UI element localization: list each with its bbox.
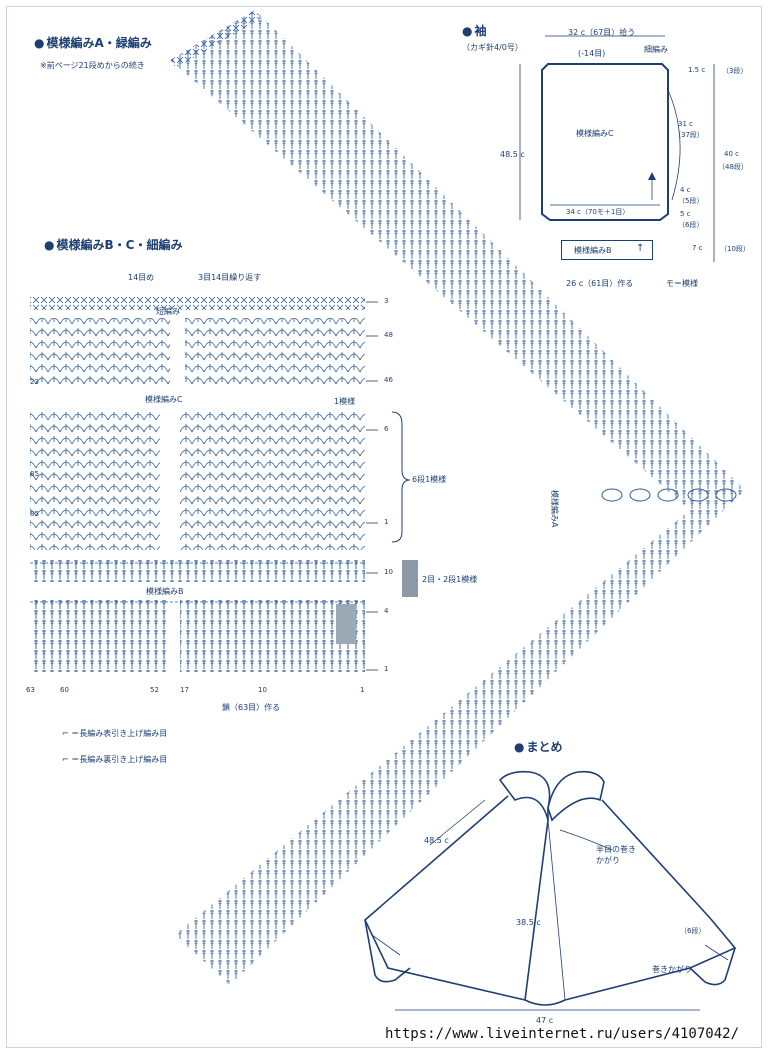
- sleeve-r-top-rows: （3段）: [722, 67, 748, 75]
- col-num: 60: [60, 686, 69, 694]
- label-pattern-c: 模様編みC: [145, 395, 183, 404]
- sleeve-side-a-rows: （37段）: [674, 131, 704, 139]
- side-label: 23: [30, 378, 39, 386]
- matome-bottom-length: 47 c: [536, 1016, 554, 1025]
- row-num: 4: [384, 607, 389, 615]
- sleeve-bottom-cast: 26 c（61目）作る: [566, 279, 634, 288]
- label-6-row-repeat: 6段1模様: [412, 475, 447, 484]
- section-a-title: 模様編みA・緑編み: [34, 34, 151, 51]
- sleeve-r-bot-rows: （10段）: [720, 245, 750, 253]
- section-a-note: ※前ページ21段めからの続き: [40, 61, 145, 70]
- sleeve-r-mid: 40 c: [724, 150, 739, 158]
- up-arrow-icon: ↑: [636, 243, 645, 254]
- matome-half-stitch-seam: 半目の巻きかがり: [596, 845, 636, 865]
- row-num: 3: [384, 297, 389, 305]
- side-label: 85: [30, 510, 39, 518]
- label-1-pattern: 1模様: [334, 397, 356, 406]
- sleeve-title: 袖: [462, 22, 486, 39]
- sleeve-pattern-c: 模様編みC: [576, 129, 614, 138]
- row-num: 10: [384, 568, 393, 576]
- section-bc-title: 模様編みB・C・細編み: [44, 236, 182, 253]
- sleeve-top-width: 32 c（67目）拾う: [568, 28, 636, 37]
- col-num: 17: [180, 686, 189, 694]
- sleeve-height: 48.5 c: [500, 150, 525, 159]
- sleeve-side-b: 4 c: [680, 186, 691, 194]
- matome-title: まとめ: [514, 738, 562, 755]
- sleeve-pattern-b: 模様編みB: [574, 246, 612, 255]
- label-chain-cast: 鎖（63目）作る: [222, 703, 281, 712]
- legend-back-post: ⌐ ＝長編み裏引き上げ編み目: [62, 754, 167, 765]
- sleeve-hook: （カギ針4/0号）: [462, 43, 523, 52]
- matome-side-length: 48.5 c: [424, 836, 449, 845]
- matome-rows-6: （6段）: [680, 927, 706, 935]
- matome-whip-seam: 巻きかがり: [652, 965, 692, 974]
- pattern-a-vertical-label: 模様編みA: [550, 490, 559, 528]
- label-2st-2row: 2目・2段1模様: [422, 575, 478, 584]
- stitch-symbol-icon: ⌐: [62, 755, 72, 764]
- label-repeat: 3目14目繰り返す: [198, 273, 262, 282]
- legend-front-post: ⌐ ＝長編み表引き上げ編み目: [62, 728, 167, 739]
- pattern-swatch: [402, 560, 418, 597]
- sleeve-edge-label: 細編み: [644, 45, 668, 54]
- legend-front-post-text: ＝長編み表引き上げ編み目: [71, 729, 168, 738]
- row-num: 1: [384, 518, 389, 526]
- legend-back-post-text: ＝長編み裏引き上げ編み目: [71, 755, 168, 764]
- source-url-watermark: https://www.liveinternet.ru/users/410704…: [383, 1026, 742, 1042]
- sleeve-side-c: 5 c: [680, 210, 691, 218]
- col-num: 63: [26, 686, 35, 694]
- stitch-symbol-icon: ⌐: [62, 729, 72, 738]
- page-frame: [6, 6, 762, 1048]
- sleeve-r-mid-rows: （48段）: [718, 163, 748, 171]
- col-num: 52: [150, 686, 159, 694]
- label-14th-stitch: 14目め: [128, 273, 155, 282]
- side-label: 85: [30, 470, 39, 478]
- row-num: 1: [384, 665, 389, 673]
- sleeve-r-top: 1.5 c: [688, 66, 706, 74]
- row-num: 46: [384, 376, 393, 384]
- sleeve-top-sub: (-14目): [578, 49, 606, 58]
- sleeve-side-a: 31 c: [678, 120, 693, 128]
- sleeve-side-b-rows: （5段）: [678, 197, 704, 205]
- pattern-repeat-highlight: [336, 604, 356, 644]
- row-num: 6: [384, 425, 389, 433]
- matome-center-length: 38.5 c: [516, 918, 541, 927]
- label-short-stitch: 短編み: [156, 307, 180, 316]
- col-num: 1: [360, 686, 365, 694]
- sleeve-pattern-b-box: 模様編みB ↑: [561, 240, 653, 260]
- col-num: 10: [258, 686, 267, 694]
- row-num: 48: [384, 331, 393, 339]
- sleeve-r-bot: 7 c: [692, 244, 703, 252]
- label-pattern-b: 模様編みB: [146, 587, 184, 596]
- sleeve-bottom-width: 34 c（70モ＋1目）: [566, 208, 630, 216]
- sleeve-legend: モ＝模様: [666, 279, 698, 288]
- sleeve-side-c-rows: （6段）: [678, 221, 704, 229]
